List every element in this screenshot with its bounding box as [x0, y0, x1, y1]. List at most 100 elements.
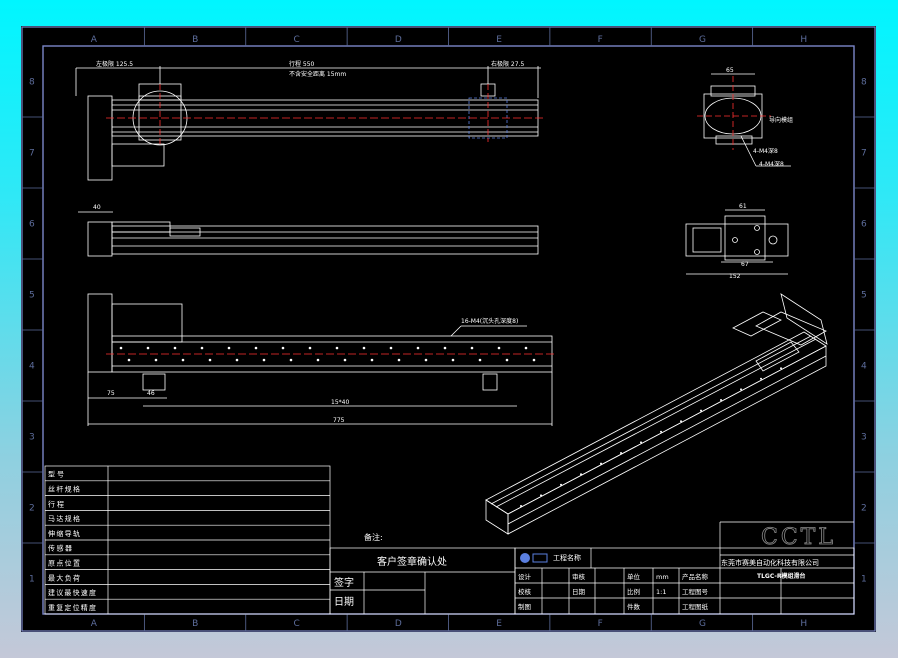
product-model: TLGC-R模组滑台 [757, 572, 806, 580]
zone-col-bottom: C [293, 619, 299, 629]
front-hole-note: 16-M4(沉头孔深度8) [461, 317, 518, 325]
iso-hole [760, 377, 762, 380]
mount-hole [154, 358, 158, 362]
zone-col-top: F [598, 35, 603, 45]
zone-col-bottom: G [699, 619, 706, 629]
iso-hole [600, 462, 602, 465]
dim-front-mid: 15*40 [331, 399, 349, 406]
zone-row-right: 6 [861, 220, 867, 230]
side-view [78, 211, 539, 257]
company-logo-icon [520, 553, 548, 563]
dim-left-travel: 左极限 125.5 [96, 60, 133, 68]
mount-hole [289, 358, 293, 362]
spec-row-label: 伸缩导轨 [48, 529, 80, 538]
zone-row-left: 4 [29, 362, 35, 372]
mount-hole [370, 358, 374, 362]
mount-hole [308, 346, 312, 350]
mount-hole [335, 346, 339, 350]
iso-hole [620, 452, 622, 454]
mount-hole [316, 358, 320, 362]
dim-bottom-top: 61 [739, 203, 747, 210]
cctl-logo: CCTL [761, 525, 836, 550]
spec-row-label: 最大负荷 [48, 573, 80, 582]
zone-row-left: 8 [29, 78, 35, 88]
end-hole-a: 4-M4深8 [753, 147, 778, 155]
spec-table [44, 465, 331, 615]
title-cell: 制图 [518, 602, 531, 611]
mount-hole [262, 358, 266, 362]
mount-hole [362, 346, 366, 350]
zone-row-right: 8 [861, 78, 867, 88]
zone-row-right: 1 [861, 575, 867, 585]
spec-row-label: 型号 [48, 470, 64, 479]
zone-row-left: 6 [29, 220, 35, 230]
mount-hole [532, 358, 536, 362]
dim-bottom-total: 152 [729, 273, 741, 280]
mount-hole [478, 358, 482, 362]
zone-col-top: C [293, 35, 299, 45]
title-cell: 工程图号 [682, 587, 709, 596]
mount-hole [235, 358, 239, 362]
iso-hole [700, 409, 702, 412]
front-view [87, 293, 556, 426]
mount-hole [443, 346, 447, 350]
iso-hole [680, 420, 682, 423]
remark-label: 备注: [364, 532, 383, 542]
iso-hole [740, 388, 742, 391]
date-label: 日期 [334, 596, 354, 608]
dim-total-travel: 行程 550 [289, 60, 315, 68]
dimension-text-layer: 左极限 125.5 行程 550 不含安全距离 15mm 右极限 27.5 40… [93, 60, 793, 424]
dim-front-left: 75 [107, 390, 115, 397]
mount-hole [343, 358, 347, 362]
end-view [697, 73, 791, 167]
iso-hole [520, 505, 522, 507]
spec-row-label: 丝杆规格 [48, 484, 80, 493]
spec-row-label: 重复定位精度 [48, 603, 96, 612]
iso-view [485, 293, 828, 535]
inner-border [42, 45, 855, 615]
mount-hole [127, 358, 131, 362]
title-cell: 比例 [627, 587, 640, 596]
title-cell: mm [656, 573, 669, 581]
iso-hole [540, 494, 542, 497]
zone-row-left: 7 [29, 149, 35, 159]
zone-row-right: 4 [861, 362, 867, 372]
zone-col-top: H [800, 35, 807, 45]
zone-col-top: B [192, 35, 198, 45]
mount-hole [173, 346, 177, 350]
mount-hole [208, 358, 212, 362]
project-name-label: 工程名称 [553, 553, 581, 562]
zone-col-bottom: H [800, 619, 807, 629]
zone-col-bottom: D [395, 619, 402, 629]
end-view-label: 导向模组 [769, 116, 793, 124]
zone-row-right: 3 [861, 433, 867, 443]
zone-col-bottom: B [192, 619, 198, 629]
company-name: 东莞市赛美自动化科技有限公司 [721, 558, 819, 567]
iso-hole [560, 483, 562, 486]
iso-hole [720, 399, 722, 401]
spec-row-label: 建议最快速度 [48, 588, 96, 597]
zone-row-left: 5 [29, 291, 35, 301]
zone-col-top: E [496, 35, 502, 45]
title-cell: 单位 [627, 572, 641, 581]
zone-col-top: G [699, 35, 706, 45]
zone-row-right: 7 [861, 149, 867, 159]
iso-hole [780, 367, 782, 370]
top-view [75, 66, 546, 181]
title-block [514, 521, 855, 615]
title-cell: 校核 [518, 587, 532, 596]
iso-hole [580, 473, 582, 476]
end-hole-b: 4-M4深8 [759, 160, 784, 168]
zone-col-bottom: E [496, 619, 502, 629]
dim-side-left: 40 [93, 204, 101, 211]
mount-hole [200, 346, 204, 350]
iso-hole [640, 441, 642, 444]
mount-hole [254, 346, 258, 350]
title-cell: 1:1 [656, 588, 666, 596]
dim-front-total: 775 [333, 417, 345, 424]
zone-col-top: A [91, 35, 98, 45]
mount-hole [397, 358, 401, 362]
